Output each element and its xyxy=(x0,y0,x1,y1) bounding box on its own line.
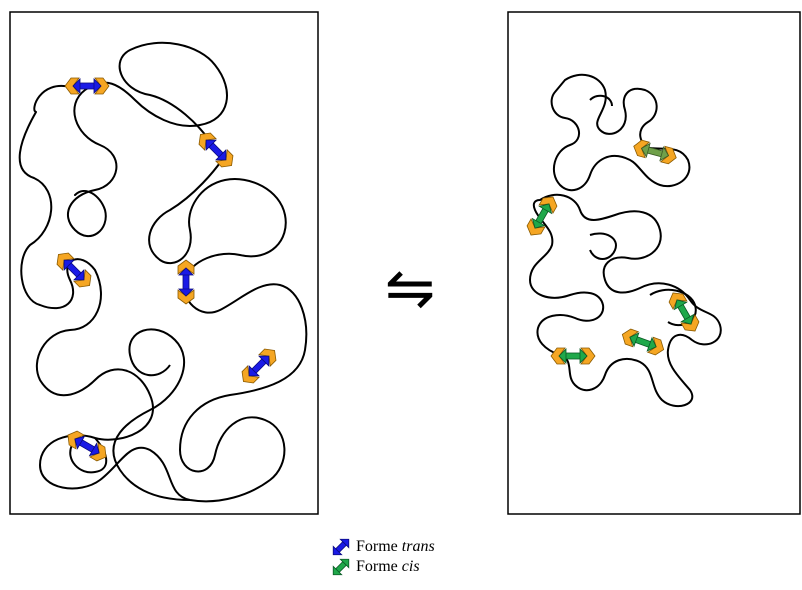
trans-arrow-6 xyxy=(63,427,111,465)
trans-arrow-3 xyxy=(52,248,96,292)
trans-arrow-2 xyxy=(194,128,238,172)
folded-chain-arrows xyxy=(523,138,703,365)
legend-trans-emphasis: trans xyxy=(401,538,435,555)
equilibrium-symbol: ⇋ xyxy=(385,254,435,324)
legend xyxy=(332,538,350,576)
trans-arrow-4 xyxy=(177,259,195,305)
trans-arrow-5 xyxy=(237,344,281,388)
trans-arrow-1 xyxy=(64,77,110,95)
cis-arrow-1 xyxy=(631,138,679,166)
cis-arrow-3 xyxy=(665,288,703,336)
cis-arrow-4 xyxy=(619,326,667,358)
legend-trans-icon xyxy=(332,538,350,556)
cis-arrow-2 xyxy=(523,192,561,240)
legend-item-trans: Forme trans xyxy=(356,538,435,556)
legend-cis-emphasis: cis xyxy=(401,558,420,575)
legend-cis-prefix: Forme xyxy=(356,558,402,575)
legend-trans-prefix: Forme xyxy=(356,538,402,555)
cis-arrow-5 xyxy=(550,347,596,365)
unfolded-chain-path xyxy=(18,41,308,503)
right-panel-frame xyxy=(507,11,801,515)
unfolded-chain-path-2 xyxy=(69,328,191,501)
legend-cis-icon xyxy=(332,558,350,576)
unfolded-chain-panel xyxy=(9,11,319,515)
legend-item-cis: Forme cis xyxy=(356,558,420,576)
unfolded-chain-arrows xyxy=(52,77,281,465)
folded-chain-path xyxy=(529,73,722,408)
left-panel-frame xyxy=(9,11,319,515)
folded-chain-panel xyxy=(507,11,801,515)
folded-chain-path-2 xyxy=(589,94,697,327)
